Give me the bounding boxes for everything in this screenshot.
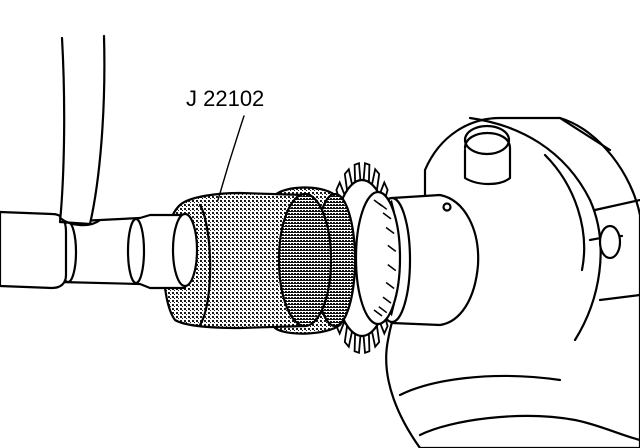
gear-slot [373, 309, 383, 317]
gear-slot [387, 244, 397, 252]
extension-shaft [51, 212, 199, 290]
gear-slot [382, 296, 392, 304]
gear-slot [387, 264, 397, 272]
gear-slot [378, 306, 388, 314]
housing-stud [463, 124, 512, 186]
callout-leader [217, 115, 245, 201]
gear-slot [385, 226, 395, 235]
socket-tool [162, 186, 357, 335]
callout-label: J 22102 [186, 86, 264, 111]
gear-slot [378, 202, 388, 210]
gear-slot [385, 281, 395, 290]
drive-handle [0, 34, 106, 290]
gear-slot [382, 212, 392, 220]
callout: J 22102 [186, 86, 264, 201]
